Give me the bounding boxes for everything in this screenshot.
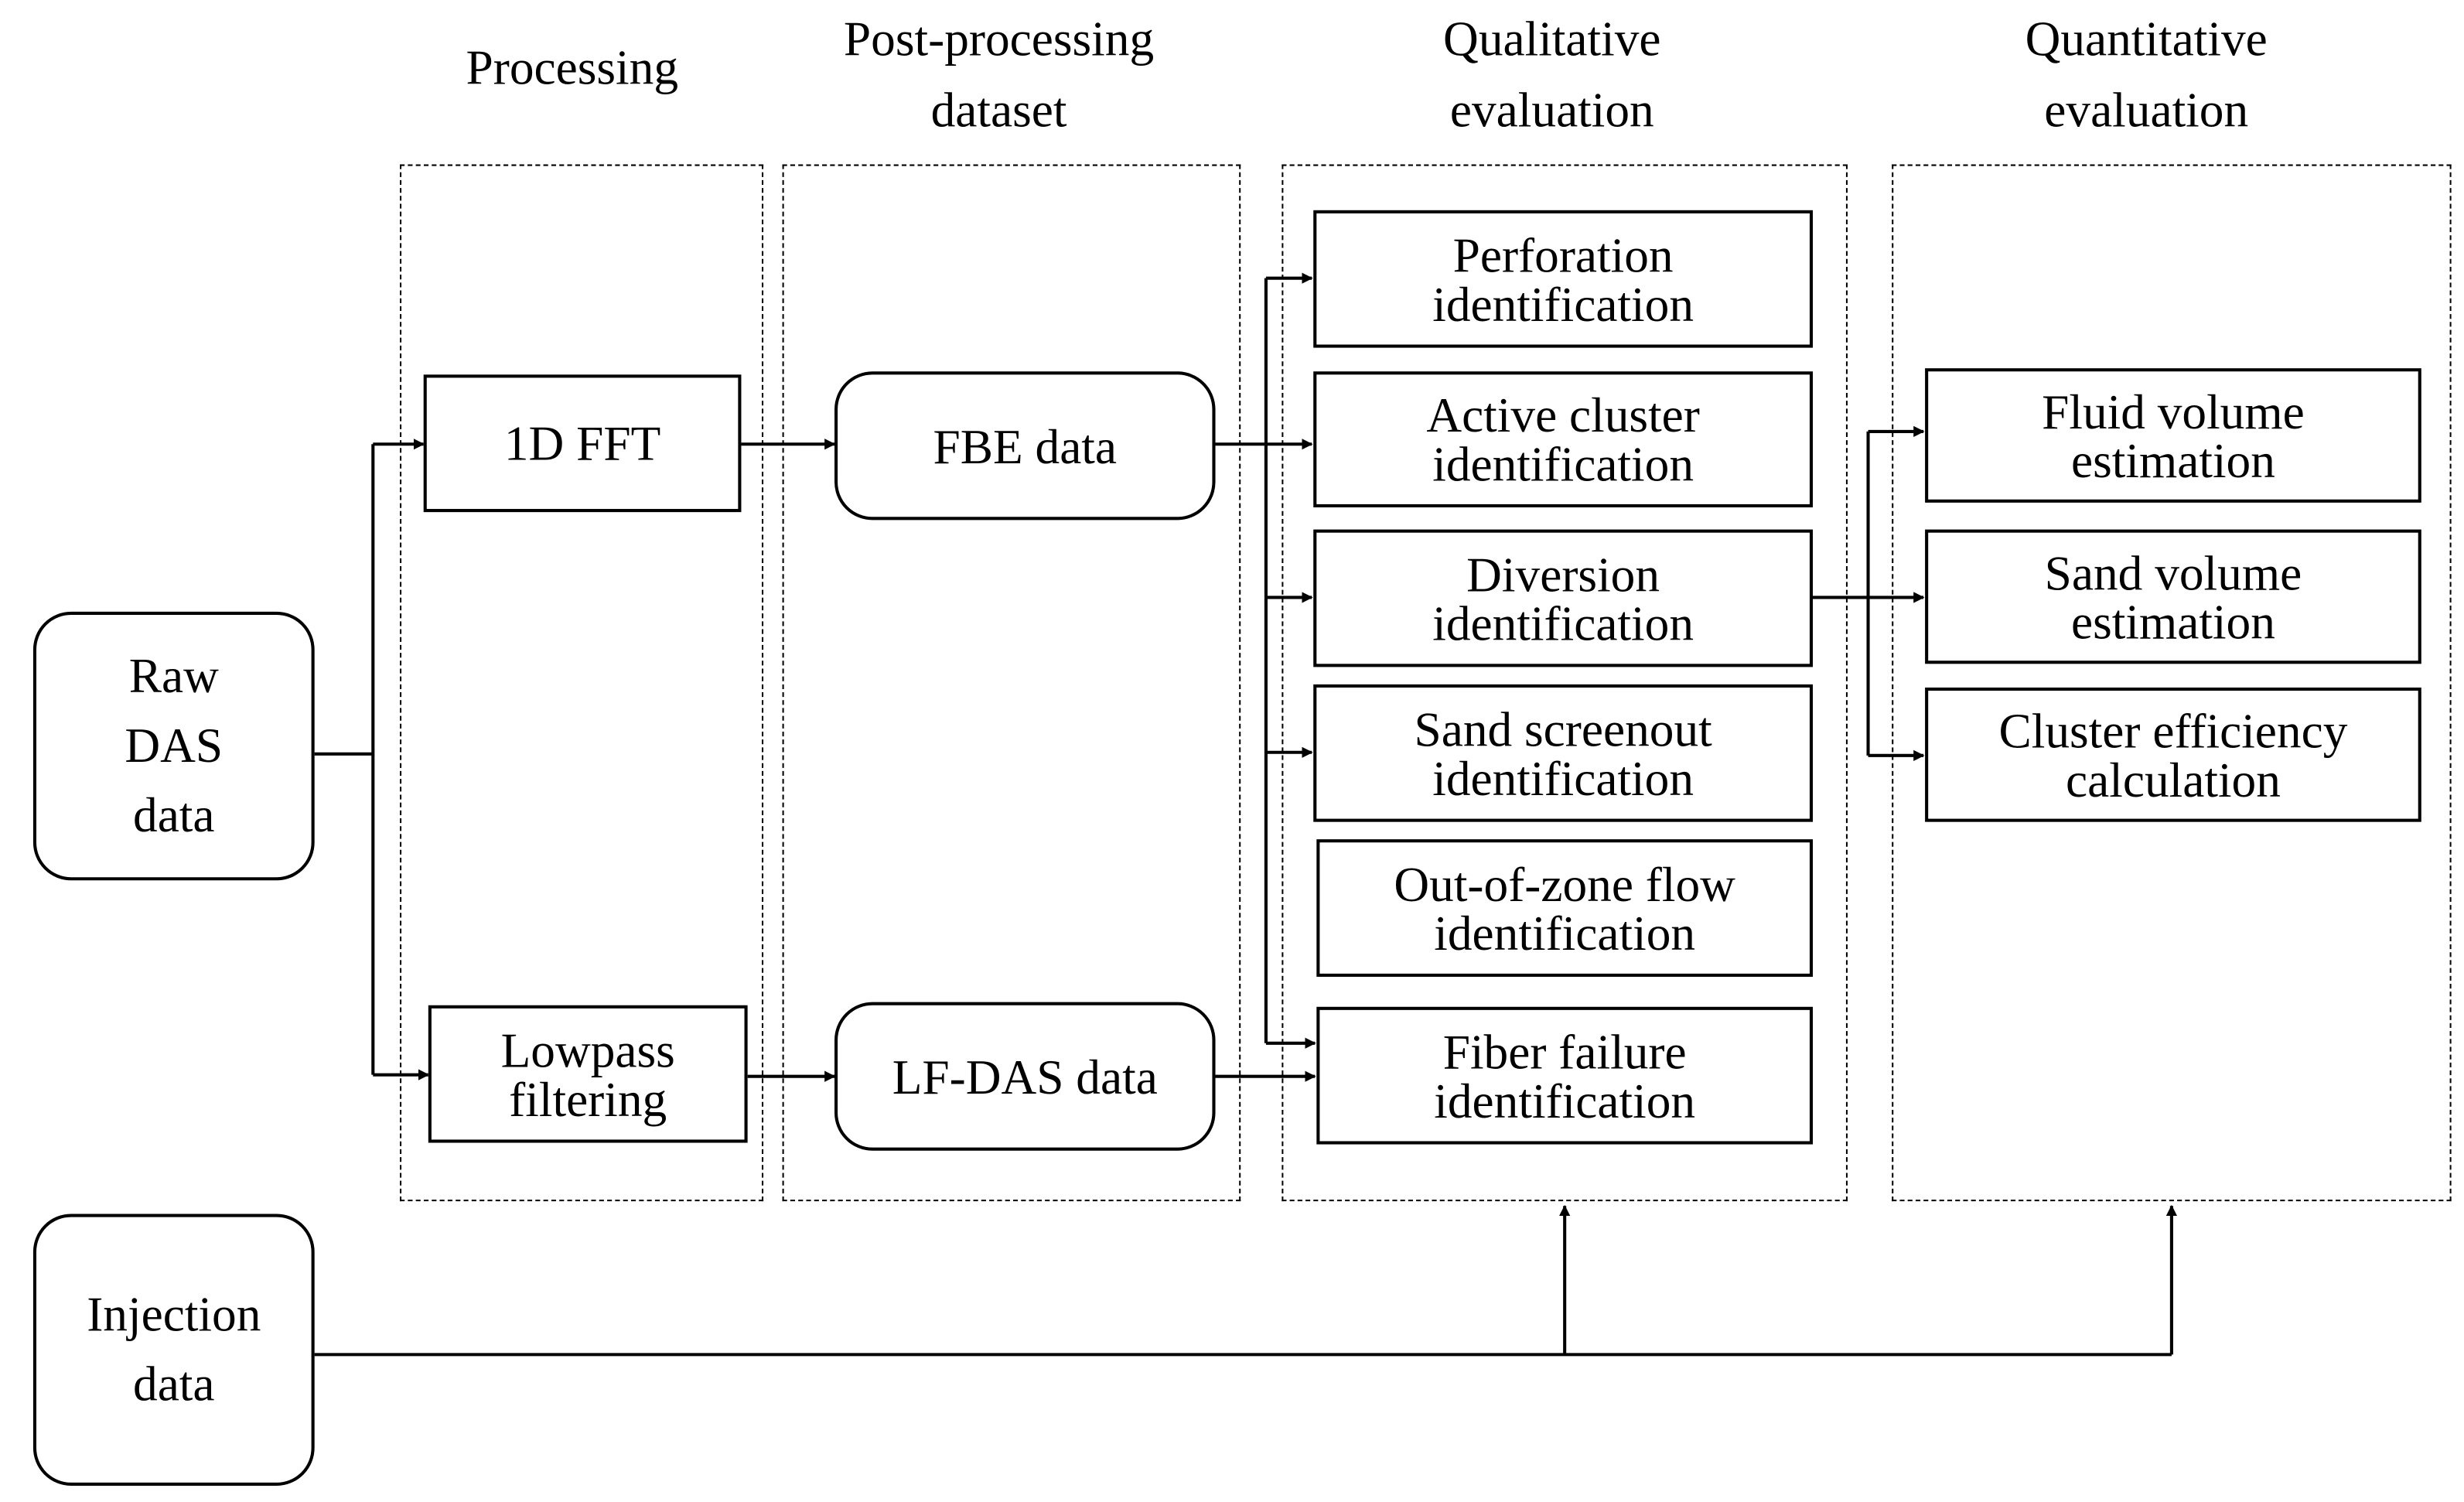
node-sand-volume-line1: Sand volume [2044,544,2302,600]
header-quantitative-line1: Quantitative [2025,11,2268,67]
node-fbe-label: FBE data [933,418,1118,474]
node-cluster-efficiency-line2: calculation [2065,751,2281,807]
node-fiber-failure-line1: Fiber failure [1442,1023,1687,1079]
node-1d-fft: 1D FFT [423,374,742,513]
node-lowpass-line2: filtering [509,1070,667,1127]
header-processing-label: Processing [466,39,679,95]
node-raw-das-line1: Raw [128,647,219,704]
node-raw-das-data: Raw DAS data [32,611,315,881]
node-sand-volume-line2: estimation [2070,593,2275,649]
header-postprocessing: Post-processing dataset [774,3,1223,145]
header-postprocessing-line2: dataset [930,82,1067,138]
node-lfdas-label: LF-DAS data [892,1048,1158,1104]
node-raw-das-line2: DAS [125,717,224,773]
node-active-cluster-line2: identification [1432,436,1694,492]
node-out-of-zone-flow-identification: Out-of-zone flow identification [1316,839,1814,977]
header-qualitative-line2: evaluation [1449,82,1654,138]
node-cluster-efficiency-line1: Cluster efficiency [1998,702,2348,758]
group-postprocessing [782,164,1241,1202]
node-1d-fft-label: 1D FFT [503,415,661,471]
node-perforation-line2: identification [1432,275,1694,332]
node-screenout-line2: identification [1432,749,1694,806]
header-quantitative-line2: evaluation [2044,82,2249,138]
node-perforation-identification: Perforation identification [1313,210,1814,348]
node-out-of-zone-line2: identification [1434,904,1696,961]
node-cluster-efficiency-calculation: Cluster efficiency calculation [1925,687,2421,822]
node-active-cluster-line1: Active cluster [1426,387,1700,443]
node-diversion-line2: identification [1432,595,1694,650]
node-perforation-line1: Perforation [1452,227,1674,282]
node-fiber-failure-identification: Fiber failure identification [1316,1006,1814,1145]
node-lowpass-filtering: Lowpass filtering [428,1005,748,1143]
header-qualitative: Qualitative evaluation [1328,3,1776,145]
node-fluid-volume-line2: estimation [2070,432,2275,488]
node-raw-das-line3: data [133,787,215,843]
node-injection-line2: data [133,1356,215,1412]
node-sand-screenout-identification: Sand screenout identification [1313,684,1814,822]
node-fiber-failure-line2: identification [1434,1072,1696,1128]
node-fbe-data: FBE data [834,371,1216,521]
header-postprocessing-line1: Post-processing [843,11,1155,67]
node-screenout-line1: Sand screenout [1414,701,1712,756]
node-sand-volume-estimation: Sand volume estimation [1925,529,2421,664]
node-fluid-volume-line1: Fluid volume [2042,383,2305,439]
node-fluid-volume-estimation: Fluid volume estimation [1925,368,2421,503]
node-injection-data: Injection data [32,1214,315,1486]
node-out-of-zone-line1: Out-of-zone flow [1394,855,1735,912]
group-quantitative [1892,164,2452,1202]
group-qualitative [1281,164,1848,1202]
group-processing [400,164,764,1202]
node-lowpass-line1: Lowpass [500,1022,675,1077]
header-quantitative: Quantitative evaluation [1922,3,2370,145]
node-injection-line1: Injection [87,1286,261,1343]
header-qualitative-line1: Qualitative [1443,11,1661,67]
node-diversion-line1: Diversion [1466,546,1660,602]
node-active-cluster-identification: Active cluster identification [1313,371,1814,507]
node-lf-das-data: LF-DAS data [834,1002,1216,1151]
header-processing: Processing [414,32,730,103]
node-diversion-identification: Diversion identification [1313,529,1814,667]
